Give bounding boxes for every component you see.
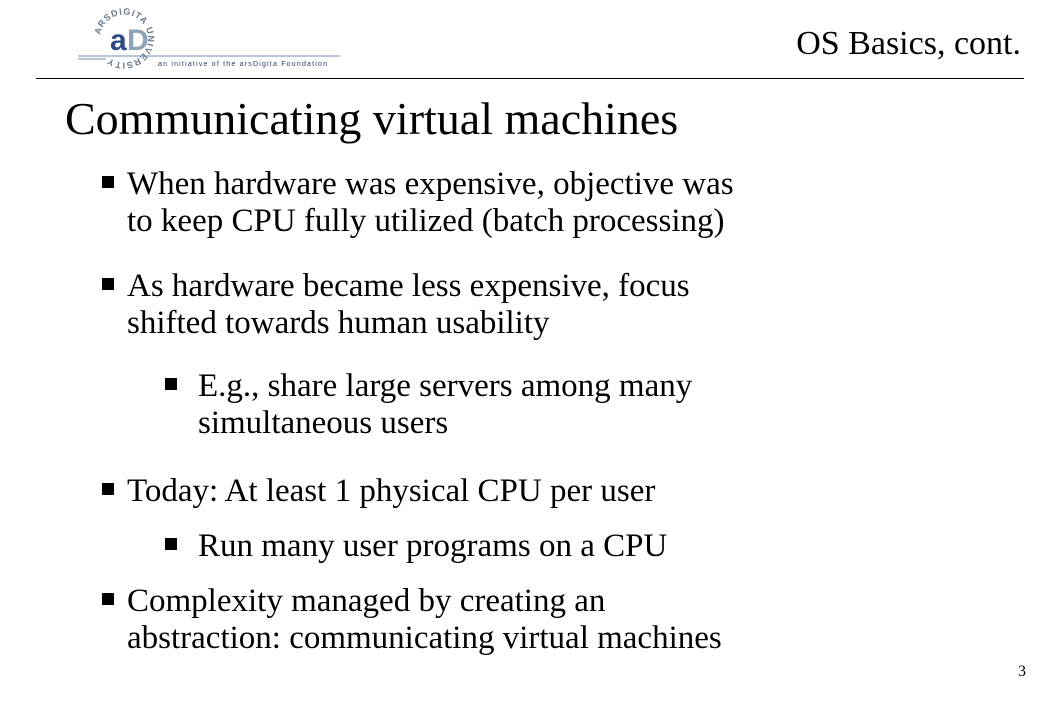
- bullet-square-icon: [102, 278, 114, 290]
- slide-title: Communicating virtual machines: [65, 93, 679, 144]
- bullet-line: As hardware became less expensive, focus: [127, 268, 690, 304]
- bullet-line: Complexity managed by creating an: [127, 583, 606, 619]
- bullet-line: shifted towards human usability: [127, 305, 550, 341]
- bullet-item: As hardware became less expensive, focus…: [102, 268, 690, 342]
- bullet-square-icon: [165, 538, 177, 550]
- header-title: OS Basics, cont.: [796, 25, 1021, 62]
- bullet-line: E.g., share large servers among many: [198, 368, 693, 404]
- page-number: 3: [1018, 663, 1026, 680]
- sub-bullet-item: Run many user programs on a CPU: [165, 528, 667, 565]
- bullet-line: to keep CPU fully utilized (batch proces…: [127, 203, 725, 239]
- logo-graphic: ARSDIGITA UNIVERSITY a D an initiative o…: [78, 6, 340, 71]
- bullet-square-icon: [102, 176, 114, 188]
- bullet-line: When hardware was expensive, objective w…: [127, 166, 734, 202]
- arsdigita-university-logo: ARSDIGITA UNIVERSITY a D an initiative o…: [78, 4, 348, 76]
- bullet-line: Today: At least 1 physical CPU per user: [127, 473, 656, 509]
- bullet-square-icon: [102, 483, 114, 495]
- bullet-line: Run many user programs on a CPU: [198, 528, 668, 564]
- logo-monogram-d: D: [127, 24, 149, 57]
- bullet-item: Today: At least 1 physical CPU per user: [102, 473, 655, 510]
- logo-tagline: an initiative of the arsDigita Foundatio…: [158, 61, 328, 68]
- header-divider: [36, 78, 1024, 79]
- bullet-line: abstraction: communicating virtual machi…: [127, 620, 722, 656]
- logo-monogram-a: a: [110, 24, 127, 57]
- bullet-item: Complexity managed by creating an abstra…: [102, 583, 722, 657]
- bullet-square-icon: [102, 593, 114, 605]
- bullet-square-icon: [165, 378, 177, 390]
- bullet-item: When hardware was expensive, objective w…: [102, 166, 734, 240]
- sub-bullet-item: E.g., share large servers among many sim…: [165, 368, 692, 442]
- bullet-line: simultaneous users: [198, 405, 449, 441]
